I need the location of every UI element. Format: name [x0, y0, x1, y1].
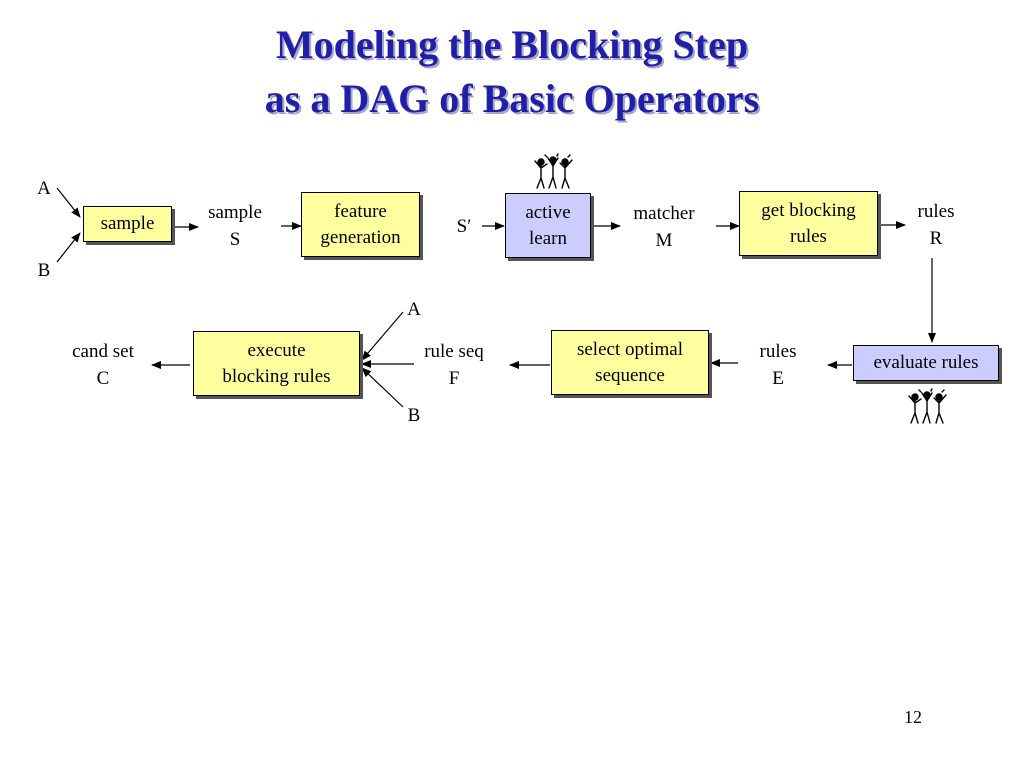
- label-matcher-m-line2: M: [655, 230, 673, 251]
- title-line-1: Modeling the Blocking Step: [275, 22, 749, 67]
- edge-b-to-sample: [56, 232, 81, 263]
- active-learn-box[interactable]: active learn: [505, 193, 591, 258]
- sample-box-label: sample: [100, 213, 155, 234]
- people-icon: [905, 387, 951, 432]
- execute-blocking-rules-line1: execute: [247, 339, 306, 361]
- input-b-top: B: [37, 260, 51, 281]
- label-rules-r: rules R: [906, 198, 966, 252]
- get-blocking-rules-line1: get blocking: [761, 199, 856, 221]
- evaluate-rules-label: evaluate rules: [873, 352, 979, 373]
- label-rules-r-line1: rules: [917, 201, 955, 222]
- input-b-bottom: B: [407, 405, 421, 426]
- input-a-bottom: A: [407, 299, 421, 320]
- label-cand-set-c-line1: cand set: [72, 341, 134, 362]
- label-matcher-m: matcher M: [622, 200, 706, 254]
- people-icon: [531, 152, 577, 197]
- label-rules-e: rules E: [746, 338, 810, 392]
- page-number: 12: [904, 707, 922, 727]
- sample-box[interactable]: sample: [83, 206, 172, 242]
- label-matcher-m-line1: matcher: [633, 203, 695, 224]
- select-optimal-sequence-box[interactable]: select optimal sequence: [551, 330, 709, 395]
- edge-a-to-sample: [56, 187, 81, 218]
- active-learn-line2: learn: [529, 227, 567, 249]
- get-blocking-rules-box[interactable]: get blocking rules: [739, 191, 878, 256]
- label-rules-r-line2: R: [929, 228, 943, 249]
- label-rules-e-line2: E: [772, 368, 784, 389]
- label-sample-s-line1: sample: [208, 202, 262, 223]
- label-sample-s: sample S: [198, 199, 272, 253]
- active-learn-line1: active: [525, 201, 571, 223]
- label-s-prime: S′: [456, 216, 472, 237]
- feature-generation-line2: generation: [320, 226, 401, 248]
- input-a-top: A: [37, 178, 51, 199]
- label-cand-set-c: cand set C: [60, 338, 146, 392]
- title-line-2: as a DAG of Basic Operators: [264, 76, 760, 121]
- label-rule-seq-f-line2: F: [448, 368, 460, 389]
- get-blocking-rules-line2: rules: [790, 225, 827, 247]
- label-rules-e-line1: rules: [759, 341, 797, 362]
- slide-title: Modeling the Blocking Step as a DAG of B…: [0, 18, 1024, 126]
- label-sample-s-line2: S: [229, 229, 241, 250]
- execute-blocking-rules-box[interactable]: execute blocking rules: [193, 331, 360, 396]
- evaluate-rules-box[interactable]: evaluate rules: [853, 345, 999, 381]
- label-cand-set-c-line2: C: [96, 368, 110, 389]
- feature-generation-box[interactable]: feature generation: [301, 192, 420, 257]
- edge-a-to-execute: [361, 311, 404, 361]
- feature-generation-line1: feature: [334, 200, 387, 222]
- label-rule-seq-f-line1: rule seq: [424, 341, 484, 362]
- label-rule-seq-f: rule seq F: [412, 338, 496, 392]
- select-optimal-sequence-line1: select optimal: [576, 338, 684, 360]
- edge-b-to-execute: [361, 367, 404, 408]
- select-optimal-sequence-line2: sequence: [595, 364, 665, 386]
- execute-blocking-rules-line2: blocking rules: [222, 365, 331, 387]
